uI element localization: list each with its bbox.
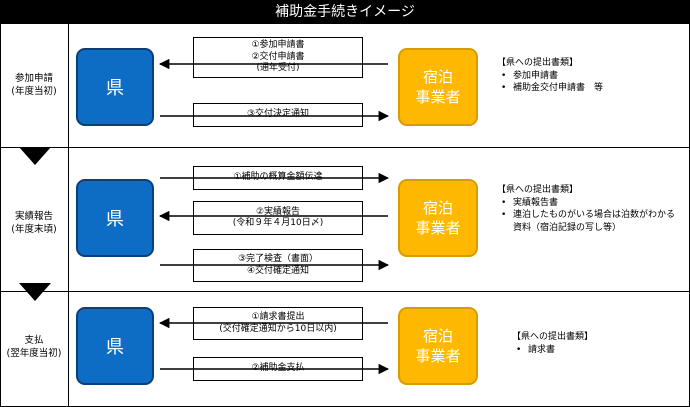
message-report: ②実績報告 (令和９年４月10日〆) (193, 201, 363, 235)
document-item: 補助金交付申請書 等 (501, 82, 683, 95)
message-decision-notice: ③交付決定通知 (193, 103, 363, 127)
document-item: 請求書 (516, 344, 682, 357)
prefecture-box: 県 (76, 48, 154, 126)
prefecture-box: 県 (76, 179, 154, 257)
phase-column-divider (68, 24, 69, 407)
business-box: 宿泊事業者 (398, 48, 478, 126)
document-item: 参加申請書 (501, 70, 683, 83)
diagram-title: 補助金手続きイメージ (0, 0, 690, 24)
business-box: 宿泊事業者 (398, 179, 478, 257)
prefecture-box: 県 (76, 307, 154, 385)
document-item: 実績報告書 (501, 197, 683, 210)
documents-list-payment: 【県への提出書類】 請求書 (512, 331, 682, 356)
phase-label-report: 実績報告(年度末頃) (11, 211, 57, 235)
flow-down-arrow (19, 283, 51, 301)
section-divider (0, 291, 690, 292)
phase-label-application: 参加申請(年度当初) (11, 73, 57, 97)
documents-list-report: 【県への提出書類】 実績報告書 連泊したものがいる場合は泊数がわかる資料（宿泊記… (497, 184, 683, 234)
section-divider (0, 147, 690, 148)
phase-label-payment: 支払(翌年度当初) (6, 335, 62, 359)
flow-down-arrow (19, 147, 51, 165)
business-box: 宿泊事業者 (398, 307, 478, 385)
documents-list-application: 【県への提出書類】 参加申請書 補助金交付申請書 等 (497, 57, 683, 95)
message-application: ①参加申請書 ②交付申請書 (通年受付) (193, 37, 363, 78)
document-item: 連泊したものがいる場合は泊数がわかる資料（宿泊記録の写し等） (501, 209, 683, 234)
